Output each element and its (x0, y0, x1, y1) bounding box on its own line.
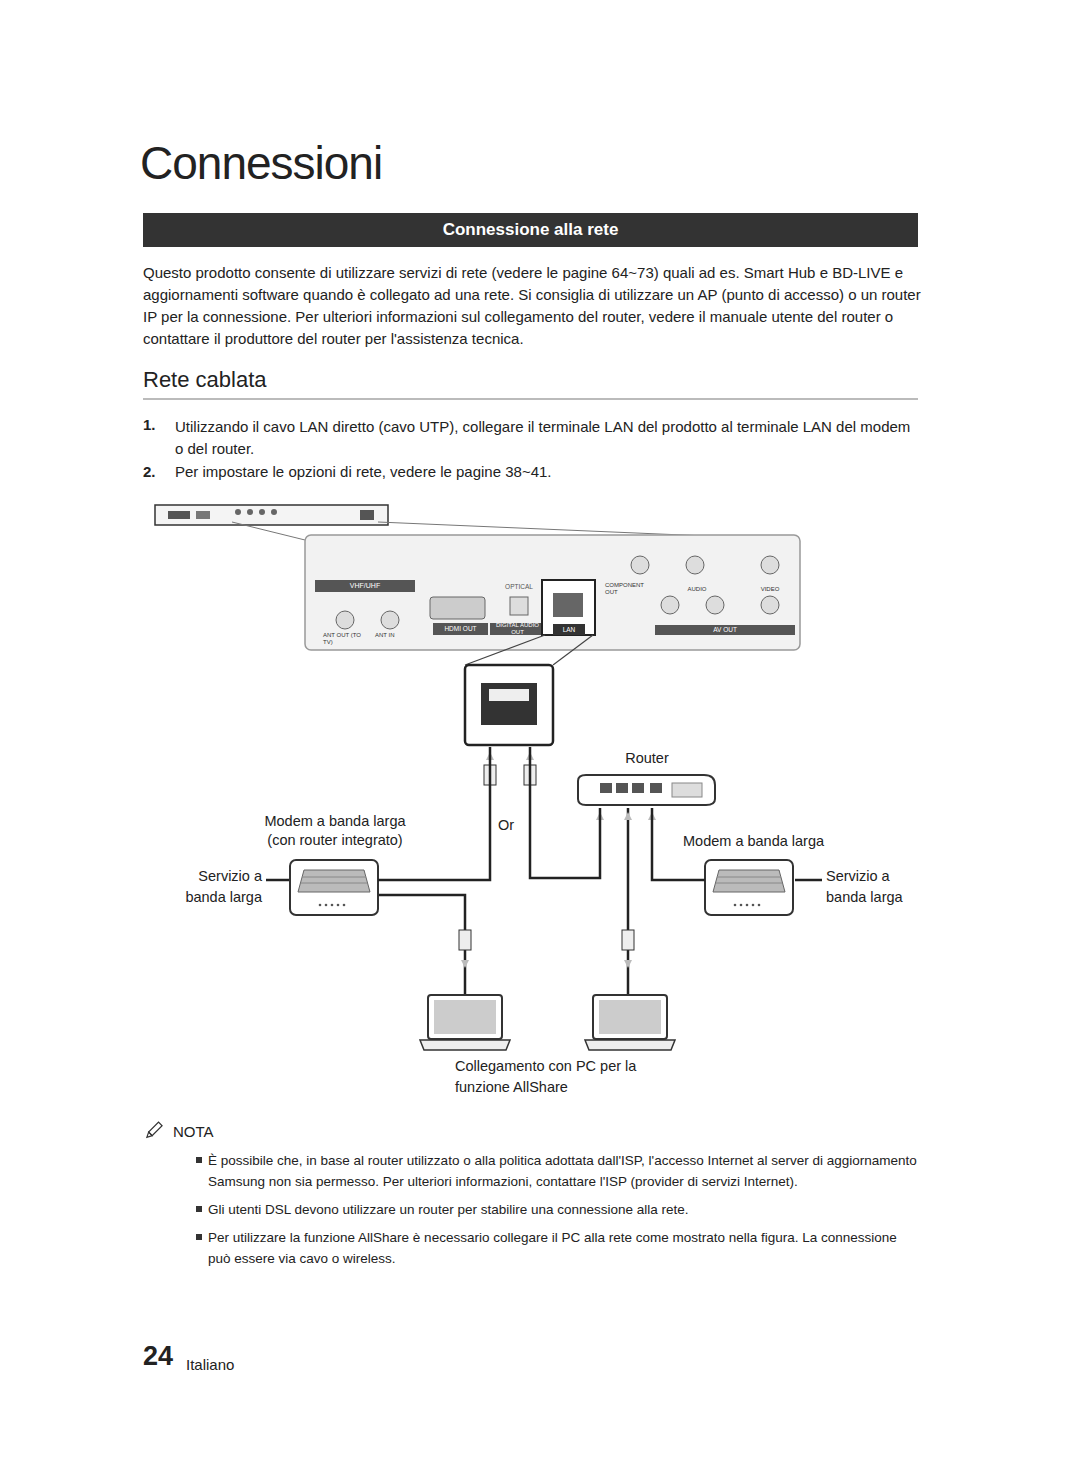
node-text: COMPONENT OUT (605, 582, 655, 596)
step-text: Utilizzando il cavo LAN diretto (cavo UT… (175, 416, 920, 460)
note-item: Gli utenti DSL devono utilizzare un rout… (196, 1199, 920, 1220)
node-text: Modem a banda larga (con router integrat… (255, 812, 415, 850)
rj45-plug (459, 930, 471, 950)
laptop (420, 995, 510, 1050)
node-text: AUDIO (677, 586, 717, 593)
language-label: Italiano (186, 1356, 306, 1375)
device-drawing (305, 535, 802, 747)
service-label: Servizio a banda larga (826, 866, 922, 908)
lan-cable (415, 747, 490, 880)
node-text: DIGITAL AUDIO OUT (490, 622, 545, 636)
modem-router: Modem a banda larga (con router integrat… (255, 812, 415, 917)
intro-text: Questo prodotto consente di utilizzare s… (143, 262, 921, 350)
step-text: Per impostare le opzioni di rete, vedere… (175, 463, 920, 482)
lan-cable (652, 808, 683, 880)
player-body (155, 505, 388, 525)
plug-arrow (486, 752, 534, 760)
laptop (585, 995, 675, 1050)
bullet-square (196, 1157, 202, 1163)
router: Router (572, 750, 722, 808)
node-text: HDMI OUT (433, 625, 488, 632)
page-title: Connessioni (140, 136, 382, 190)
cable-line (415, 747, 490, 880)
node-text: VIDEO (750, 586, 790, 593)
heading-rule (143, 398, 918, 400)
cable-line (652, 808, 683, 880)
node-text: ANT IN (375, 632, 405, 639)
or-label: Or (498, 816, 528, 834)
rj45-plug (622, 930, 634, 950)
node-text: Modem a banda larga (683, 833, 843, 850)
page-number: 24 (143, 1340, 188, 1374)
rear-panel: VHF/UHF ANT OUT (TO TV) ANT IN HDMI OUT OPTI… (305, 535, 802, 747)
zoom-leader (232, 522, 305, 540)
node-text: ANT OUT (TO TV) (323, 632, 363, 646)
service-cable (266, 879, 290, 882)
plug-arrow (596, 812, 656, 820)
modem: Modem a banda larga (683, 833, 843, 917)
bullet-square (196, 1206, 202, 1212)
node-text: VHF/UHF (317, 582, 413, 590)
pc-caption: Collegamento con PC per la funzione AllS… (455, 1056, 655, 1098)
cable-line (530, 747, 600, 878)
note-heading: NOTA (173, 1123, 253, 1142)
player-port (196, 511, 210, 519)
node-text: LAN (553, 626, 585, 633)
node-text: OPTICAL (497, 583, 541, 590)
pc-cable (378, 895, 465, 995)
node-text: Connessione alla rete (143, 213, 918, 247)
service-label: Servizio a banda larga (168, 866, 262, 908)
note-item: Per utilizzare la funzione AllShare è ne… (196, 1227, 920, 1269)
step-number: 1. (143, 416, 171, 435)
step-number: 2. (143, 463, 171, 482)
node-text: Router (572, 750, 722, 767)
note-icon (145, 1122, 162, 1139)
player-port (360, 510, 374, 520)
section-heading: Rete cablata (143, 366, 543, 394)
player-port (168, 511, 190, 519)
section-band: Connessione alla rete (143, 213, 918, 247)
note-item: È possibile che, in base al router utili… (196, 1150, 920, 1192)
node-text: AV OUT (655, 626, 795, 633)
lan-cable (530, 747, 600, 878)
bullet-square (196, 1234, 202, 1240)
service-cable (795, 879, 822, 882)
